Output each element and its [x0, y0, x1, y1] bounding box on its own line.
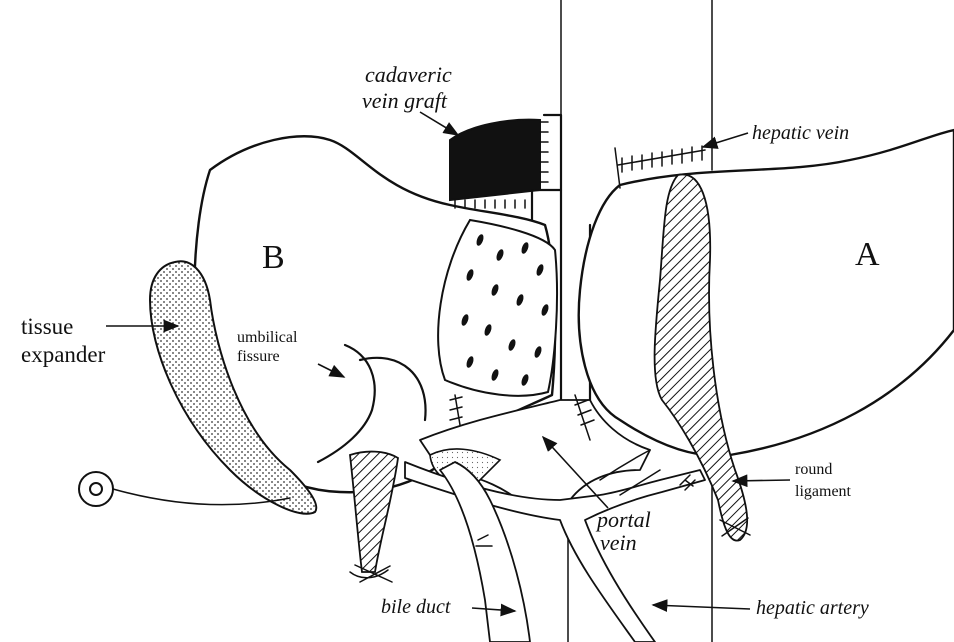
bile-duct-label: bile duct — [381, 596, 451, 618]
graft-b-label: B — [262, 239, 285, 276]
cadaveric-vein-graft-label-line2: vein graft — [362, 88, 448, 113]
umbilical-fissure-label-line2: fissure — [237, 348, 280, 365]
round-ligament-b — [350, 452, 398, 582]
hepatic-artery-label: hepatic artery — [756, 597, 869, 619]
round-ligament-label-line2: ligament — [795, 483, 852, 500]
round-ligament-label-line1: round — [795, 461, 832, 478]
hepatic-vein-label: hepatic vein — [752, 122, 849, 144]
liver-graft-a — [579, 130, 954, 541]
umbilical-fissure-label-line1: umbilical — [237, 329, 298, 346]
cadaveric-vein-graft-label-line1: cadaveric — [365, 62, 452, 87]
portal-vein-label-line1: portal — [595, 507, 651, 532]
tissue-expander-label-line2: expander — [21, 342, 106, 367]
tissue-expander-label-line1: tissue — [21, 314, 73, 339]
graft-a-label: A — [855, 236, 880, 273]
portal-vein-label-line2: vein — [600, 530, 637, 555]
cadaveric-vein-graft — [450, 120, 548, 208]
